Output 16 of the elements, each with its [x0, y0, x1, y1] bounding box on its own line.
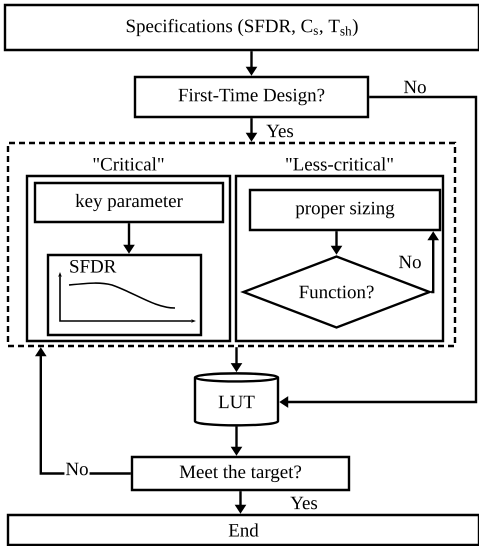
- group-box: [6, 142, 456, 348]
- process-box: End: [6, 514, 479, 546]
- edge-label: Yes: [289, 496, 319, 510]
- process-box: Meet the target?: [130, 456, 350, 492]
- edge-label: Yes: [265, 124, 295, 138]
- node-label: "Less-critical": [286, 157, 393, 171]
- plot-box: SFDR: [46, 254, 202, 336]
- process-box: key parameter: [34, 182, 224, 224]
- edge-label: No: [397, 254, 423, 270]
- edge-label: No: [402, 80, 428, 94]
- database-cylinder: LUT: [194, 372, 280, 427]
- node-label: "Critical": [94, 157, 164, 171]
- process-box: proper sizing: [248, 188, 442, 232]
- process-box: First-Time Design?: [134, 76, 370, 118]
- process-box: Specifications (SFDR, C$_{s}$, T$_{sh}$): [4, 4, 479, 52]
- edge-label: No: [64, 462, 90, 476]
